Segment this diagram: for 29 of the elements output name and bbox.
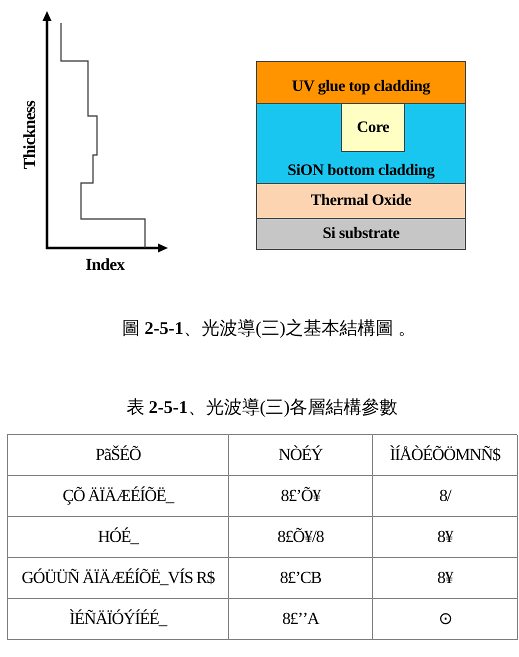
layer-band	[256, 103, 466, 184]
table-cell: 8£ʼʼA	[229, 599, 373, 640]
layer-label: Core	[356, 118, 390, 138]
table-cell: NÒÉÝ	[229, 435, 373, 476]
table-cell: 8£ʼCB	[229, 558, 373, 599]
table-cell: 8£Õ¥/8	[229, 517, 373, 558]
layer-band	[256, 183, 466, 219]
table-cell: ÌÍÅÒÉÕÖMNÑ$	[373, 435, 518, 476]
table-cell: 8¥	[373, 558, 518, 599]
table-title: 表 2-5-1、光波導(三)各層結構參數	[126, 396, 398, 419]
layer-label: UV glue top cladding	[292, 76, 430, 96]
table-cell: 8£ʼÕ¥	[229, 476, 373, 517]
table-cell: ÇÕ ÄÏÄÆÉÍÕË_	[8, 476, 229, 517]
layer-band	[256, 218, 466, 250]
layer-label: SiON bottom cladding	[288, 161, 434, 181]
layer-band	[256, 61, 466, 104]
figure-caption: 圖 2-5-1、光波導(三)之基本結構圖 。	[122, 317, 416, 340]
layer-label: Si substrate	[322, 224, 400, 244]
table-cell: ÌÉÑÄÏÓÝÍÉÉ_	[8, 599, 229, 640]
table-cell: 8¥	[373, 517, 518, 558]
table-cell: HÓÉ_	[8, 517, 229, 558]
table-cell: PãŠÉÕ	[8, 435, 229, 476]
table-cell: GÓÜÜÑ ÄÏÄÆÉÍÕË_VÍS R$	[8, 558, 229, 599]
table-cell: ⊙	[373, 599, 518, 640]
axis-label: Index	[85, 255, 125, 275]
table-cell: 8/	[373, 476, 518, 517]
layer-label: Thermal Oxide	[310, 191, 412, 211]
axis-label: Thickness	[20, 100, 40, 170]
core-box	[341, 103, 405, 152]
